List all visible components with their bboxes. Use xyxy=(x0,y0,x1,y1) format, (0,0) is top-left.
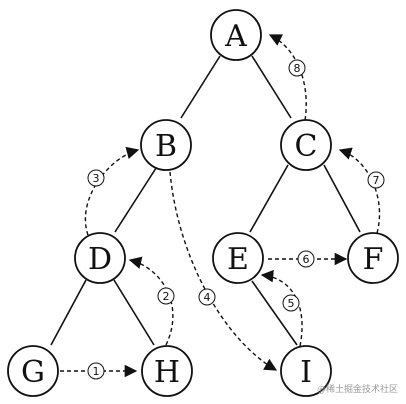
step-marker-8: 8 xyxy=(288,59,306,77)
step-marker-5: 5 xyxy=(282,294,300,312)
node-label-H: H xyxy=(154,355,180,390)
node-label-E: E xyxy=(227,242,249,277)
node-E: E xyxy=(212,232,264,284)
node-label-I: I xyxy=(300,355,312,390)
step-label-7: 7 xyxy=(373,174,380,187)
node-A: A xyxy=(210,9,262,61)
node-B: B xyxy=(140,119,192,171)
edge-B-D xyxy=(114,164,159,233)
step-marker-4: 4 xyxy=(198,288,216,306)
node-F: F xyxy=(347,232,399,284)
node-label-D: D xyxy=(88,242,112,277)
step-label-2: 2 xyxy=(163,290,170,303)
step-label-1: 1 xyxy=(93,365,100,378)
step-marker-7: 7 xyxy=(367,171,385,189)
thread-F-C xyxy=(338,147,381,234)
edge-A-B xyxy=(180,55,221,119)
thread-D-B xyxy=(84,146,140,236)
node-G: G xyxy=(7,345,59,397)
node-label-B: B xyxy=(155,129,177,164)
edge-D-G xyxy=(50,279,87,346)
edge-A-C xyxy=(251,55,292,119)
step-marker-2: 2 xyxy=(157,287,175,305)
edge-C-F xyxy=(323,164,361,233)
step-marker-3: 3 xyxy=(87,169,105,187)
step-label-8: 8 xyxy=(294,62,301,75)
step-label-4: 4 xyxy=(204,291,211,304)
thread-I-E xyxy=(260,269,303,347)
node-H: H xyxy=(141,345,193,397)
step-label-3: 3 xyxy=(93,172,100,185)
node-label-F: F xyxy=(363,242,384,277)
watermark: @稀土掘金技术社区 xyxy=(316,385,398,395)
step-label-5: 5 xyxy=(288,297,295,310)
edge-C-E xyxy=(249,164,289,233)
edge-D-H xyxy=(113,279,155,346)
edge-E-I xyxy=(251,280,298,346)
node-C: C xyxy=(280,119,332,171)
node-label-G: G xyxy=(21,355,45,390)
step-label-6: 6 xyxy=(303,253,310,266)
step-marker-6: 6 xyxy=(297,250,315,268)
thread-C-A xyxy=(268,34,307,121)
node-label-A: A xyxy=(224,19,247,54)
node-label-C: C xyxy=(295,129,318,164)
step-marker-1: 1 xyxy=(87,362,105,380)
node-I: I xyxy=(280,345,332,397)
node-D: D xyxy=(74,232,126,284)
